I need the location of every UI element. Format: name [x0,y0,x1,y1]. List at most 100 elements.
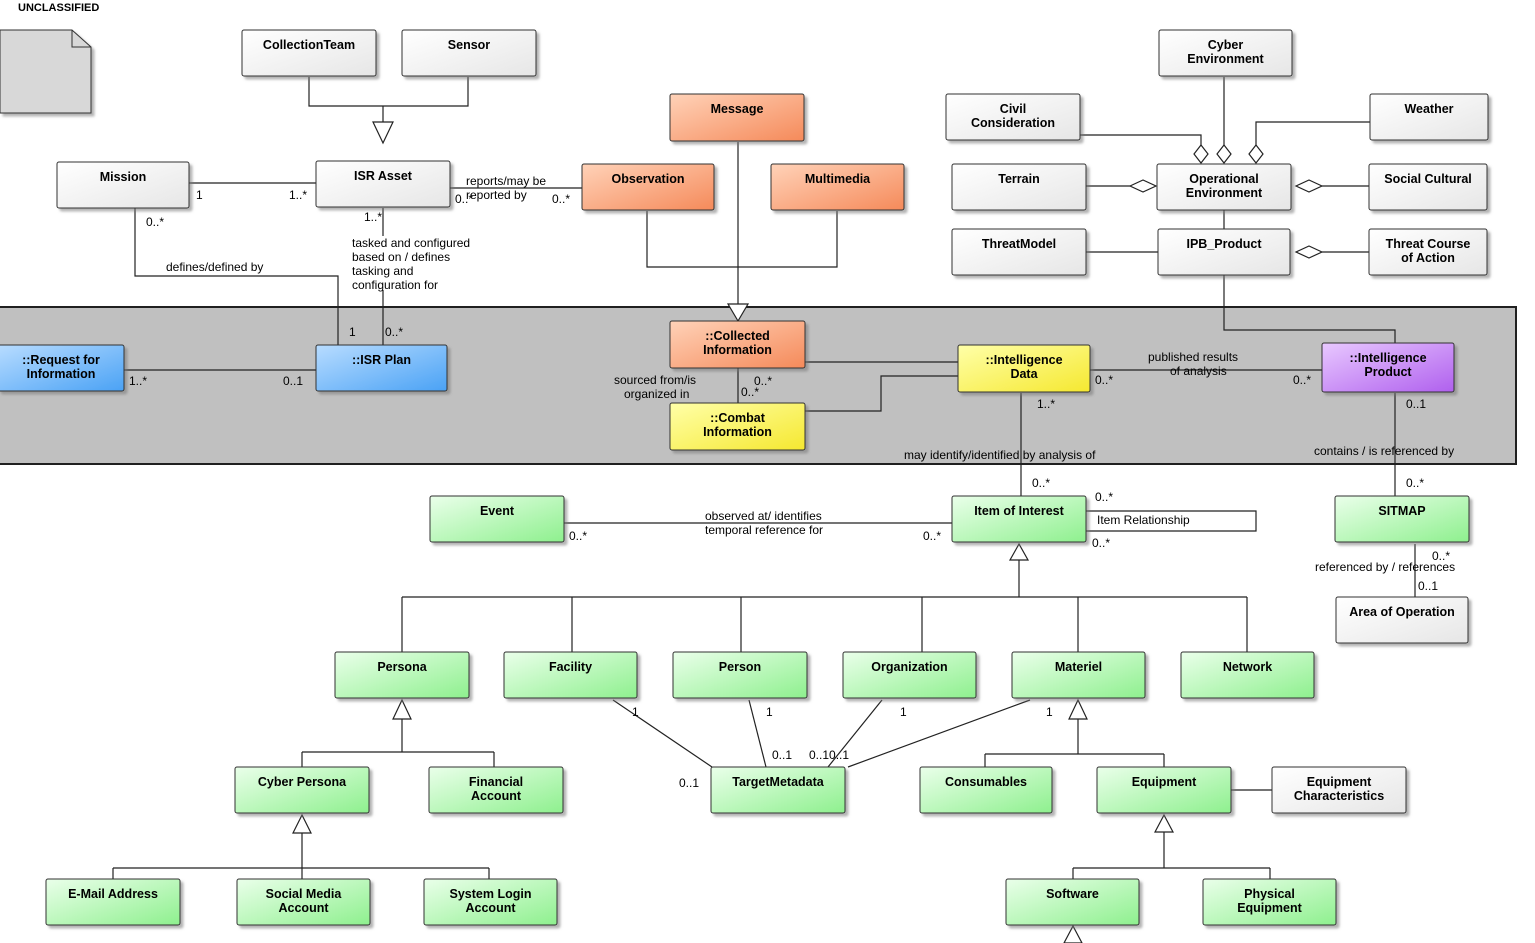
class-box-event[interactable]: Event [429,495,565,543]
label-l-tm-01b: 0..10..1 [809,748,849,762]
class-box-materiel[interactable]: Materiel [1011,651,1146,699]
class-box-cyberpersona[interactable]: Cyber Persona [234,766,370,814]
class-box-persona-frame [334,651,470,699]
class-box-rfi-frame [0,344,125,392]
class-box-israsset[interactable]: ISR Asset [315,160,451,208]
class-box-areaofop[interactable]: Area of Operation [1335,596,1469,644]
class-box-terrain-frame [951,163,1087,211]
label-l-reports: reports/may be [466,174,546,188]
class-box-weather-name-line: Weather [1404,102,1453,116]
class-box-socialcultural[interactable]: Social Cultural [1368,163,1488,211]
class-box-message[interactable]: Message [669,93,805,142]
class-box-threatcoa-name-line: of Action [1401,251,1455,265]
class-box-software[interactable]: Software [1005,878,1140,926]
class-box-intdata-name-line: Data [1010,367,1038,381]
class-box-civil-frame [945,93,1081,141]
class-box-consumables-name-line: Consumables [945,775,1027,789]
class-box-multimedia[interactable]: Multimedia [770,163,905,211]
class-box-socialmedia-frame [236,878,371,926]
label-l-ioi-0star-r1: 0..* [1095,490,1113,504]
class-box-message-frame [669,93,805,142]
class-box-consumables[interactable]: Consumables [919,766,1053,814]
class-box-isrplan[interactable]: ::ISR Plan [315,344,448,392]
class-box-mission[interactable]: Mission [56,161,190,209]
label-l-mission-0star: 0..* [146,215,164,229]
label-l-tm-01c: 0..1 [679,776,699,790]
class-box-facility[interactable]: Facility [503,651,638,699]
class-box-equipchar-name-line: Equipment [1307,775,1372,789]
class-box-socialmedia-name-line: Account [279,901,330,915]
class-box-threatmodel-name-line: ThreatModel [982,237,1056,251]
class-box-observation[interactable]: Observation [581,163,715,211]
label-l-per-1: 1 [766,705,773,719]
class-box-sensor[interactable]: Sensor [401,29,537,77]
class-box-equipment[interactable]: Equipment [1096,766,1232,814]
class-box-cyberenv-name-line: Environment [1187,52,1264,66]
class-box-facility-name-line: Facility [549,660,592,674]
class-box-sensor-frame [401,29,537,77]
class-box-ipbproduct[interactable]: IPB_Product [1157,228,1291,276]
class-box-cyberpersona-frame [234,766,370,814]
class-box-terrain-name-line: Terrain [998,172,1039,186]
class-box-threatmodel[interactable]: ThreatModel [951,228,1087,276]
class-box-materiel-name-line: Materiel [1055,660,1102,674]
class-box-ipbproduct-name-line: IPB_Product [1186,237,1262,251]
classification-banner: UNCLASSIFIED [18,2,100,14]
label-l-tasked1: tasked and configured [352,236,470,250]
label-l-rfi-1star: 1..* [129,374,147,388]
label-l-refby: referenced by / references [1315,560,1455,574]
class-box-cyberenv-name-line: Cyber [1208,38,1244,52]
class-box-network[interactable]: Network [1180,651,1315,699]
class-box-persona[interactable]: Persona [334,651,470,699]
label-l-id-1star: 1..* [1037,397,1055,411]
class-box-physical-frame [1202,878,1337,926]
class-box-targetmeta[interactable]: TargetMetadata [710,766,846,814]
label-l-isr-1star-b: 1..* [364,210,382,224]
class-box-collectionteam-frame [241,29,377,77]
class-box-sitmap[interactable]: SITMAP [1334,495,1470,543]
class-box-terrain[interactable]: Terrain [951,163,1087,211]
label-l-mult-isr-obs-a: 0..* [455,192,473,206]
label-l-itemrel: Item Relationship [1097,513,1190,527]
class-box-intdata-frame [957,344,1091,393]
label-l-mayidentify: may identify/identified by analysis of [904,448,1096,462]
label-l-id-0star: 0..* [1095,373,1113,387]
class-box-socialmedia-name-line: Social Media [266,887,343,901]
class-box-cyberpersona-name-line: Cyber Persona [258,775,347,789]
class-box-ipbproduct-frame [1157,228,1291,276]
class-box-israsset-frame [315,160,451,208]
label-l-plan-01: 0..1 [283,374,303,388]
class-box-isrplan-frame [315,344,448,392]
class-box-organization[interactable]: Organization [842,651,977,699]
label-l-pub1: published results [1148,350,1238,364]
label-l-tasked2: based on / defines [352,250,450,264]
class-box-multimedia-name-line: Multimedia [805,172,871,186]
class-box-collectionteam[interactable]: CollectionTeam [241,29,377,77]
class-box-email[interactable]: E-Mail Address [45,878,181,926]
label-l-tasked3: tasking and [352,264,413,278]
class-box-event-name-line: Event [480,504,515,518]
generalization-markers [292,121,1174,943]
class-box-facility-frame [503,651,638,699]
class-box-weather[interactable]: Weather [1369,93,1489,141]
class-box-person-name-line: Person [719,660,761,674]
class-box-person[interactable]: Person [672,651,808,699]
label-l-isr-1star: 1..* [289,188,307,202]
label-l-mission-1: 1 [196,188,203,202]
aggregation-markers [1128,144,1324,259]
class-box-itemofinterest[interactable]: Item of Interest [951,495,1087,543]
